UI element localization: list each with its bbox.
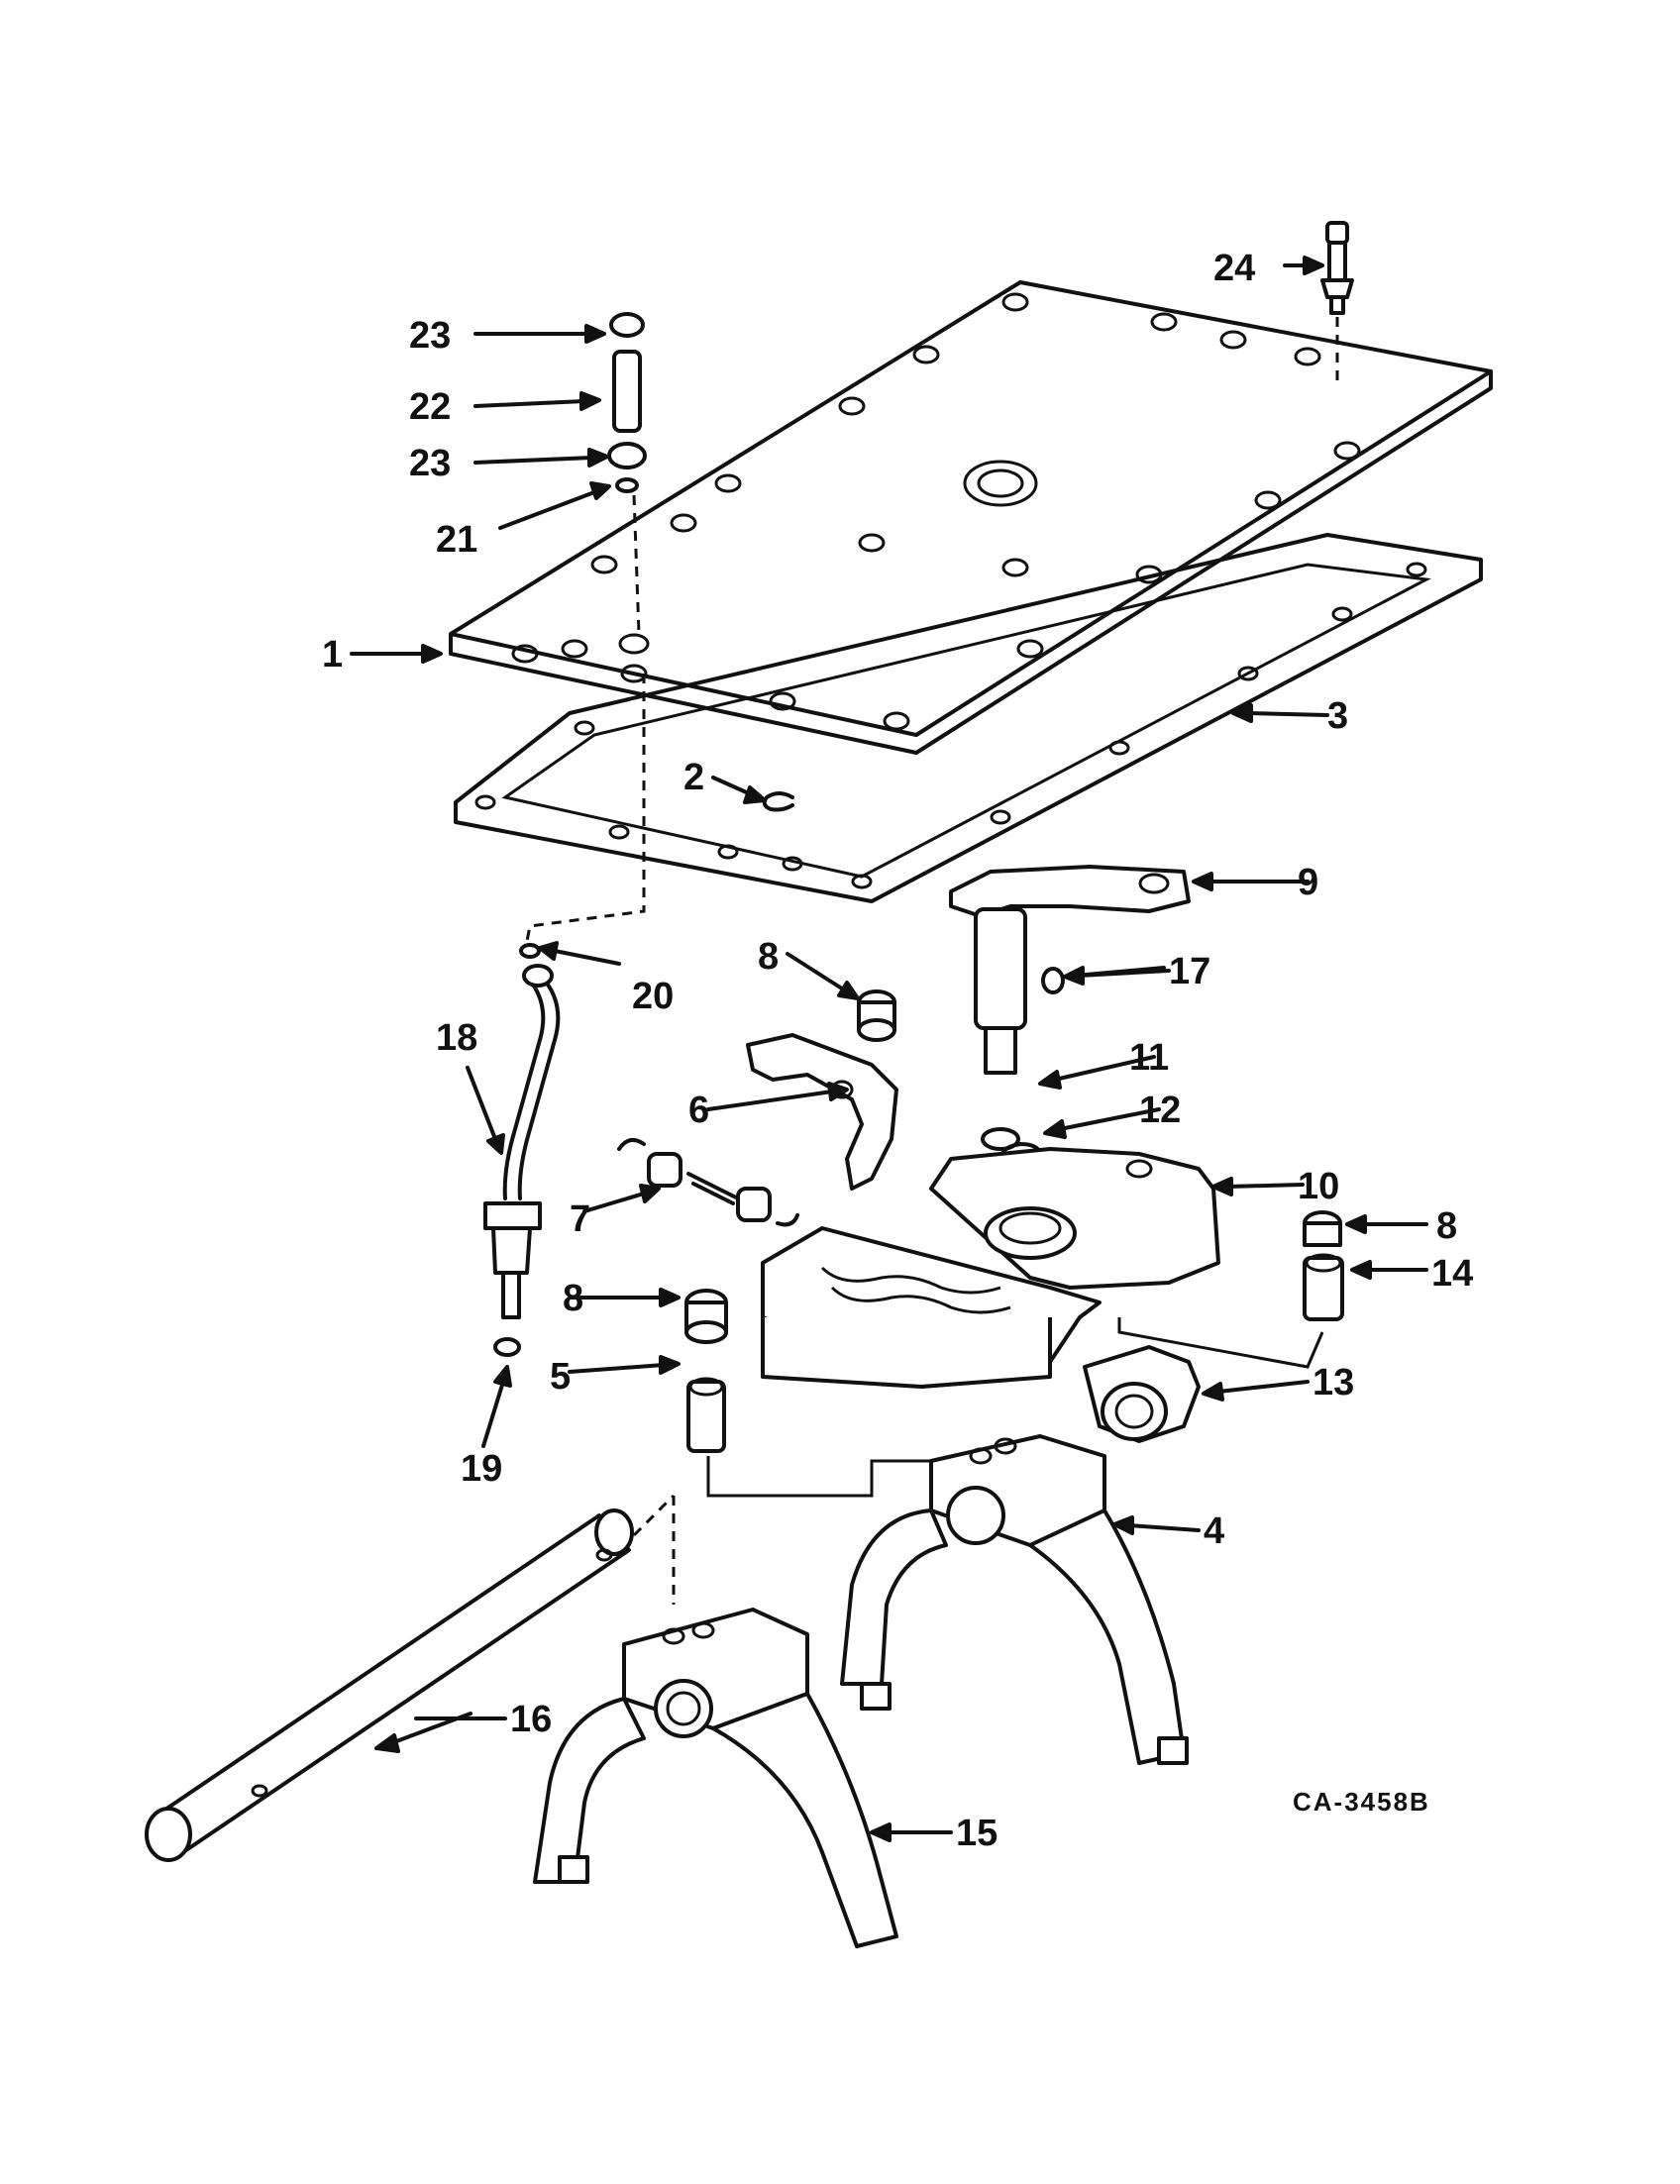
callout-11: 11 (1129, 1037, 1169, 1079)
shift-plate (929, 1147, 1220, 1290)
callout-labels: 23 22 23 21 24 1 3 2 9 17 8 20 18 11 6 1… (322, 248, 1473, 1854)
interlock-arm (746, 1033, 898, 1191)
callout-3: 3 (1327, 695, 1348, 737)
pin-right (1303, 1253, 1344, 1321)
callout-20: 20 (632, 976, 674, 1017)
shift-rail (145, 1508, 634, 1862)
callout-1: 1 (322, 634, 343, 676)
callout-19: 19 (461, 1448, 502, 1490)
clip (762, 791, 794, 812)
callout-2: 2 (683, 757, 704, 798)
cover-plate (449, 280, 1493, 755)
callout-14: 14 (1431, 1253, 1473, 1295)
shift-lug (1083, 1345, 1201, 1443)
bushing-right (1303, 1210, 1342, 1247)
callout-12: 12 (1139, 1090, 1181, 1131)
callout-6: 6 (688, 1090, 709, 1131)
bushing-left (684, 1289, 728, 1344)
callout-16: 16 (510, 1699, 552, 1740)
spring-assembly (617, 1138, 799, 1227)
shift-fork-large (840, 1434, 1189, 1765)
shift-lever (949, 865, 1191, 1151)
stud (1320, 221, 1354, 315)
callout-4: 4 (1204, 1510, 1224, 1552)
key (1041, 967, 1065, 994)
callout-5: 5 (550, 1356, 571, 1398)
callout-8-right: 8 (1436, 1205, 1457, 1247)
upper-bushing-stack (607, 312, 647, 493)
callout-9: 9 (1298, 862, 1318, 903)
callout-10: 10 (1298, 1166, 1339, 1207)
callout-23-bottom: 23 (409, 443, 451, 484)
callout-7: 7 (570, 1198, 590, 1240)
gasket (454, 533, 1483, 903)
pin-left (686, 1377, 726, 1453)
callout-22: 22 (409, 386, 451, 428)
callout-8-upper: 8 (758, 936, 779, 978)
drawing-code: CA-3458B (1293, 1787, 1430, 1817)
callout-18: 18 (436, 1017, 477, 1059)
callout-24: 24 (1213, 248, 1255, 289)
callout-21: 21 (436, 519, 477, 561)
bushing-upper (857, 989, 896, 1042)
leader-lines (350, 256, 1428, 1842)
callout-23-top: 23 (409, 315, 451, 357)
oil-line (483, 943, 561, 1357)
callout-13: 13 (1312, 1362, 1354, 1404)
shift-fork-small (533, 1608, 898, 1948)
callout-8-left: 8 (563, 1278, 583, 1319)
callout-17: 17 (1169, 951, 1210, 992)
callout-15: 15 (956, 1813, 998, 1854)
guide-block (761, 1226, 1102, 1389)
